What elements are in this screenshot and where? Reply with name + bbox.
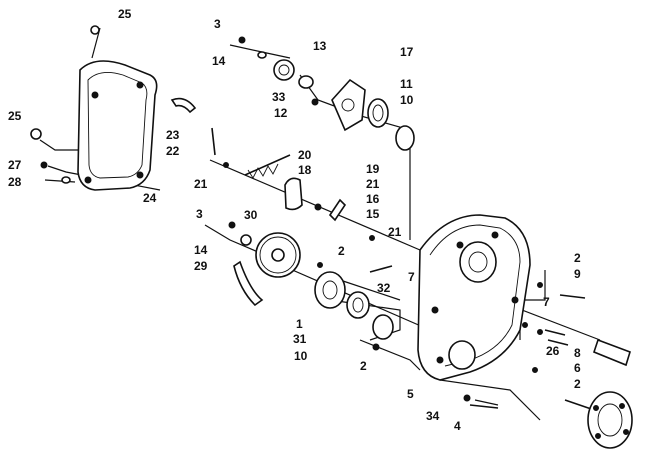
hub-bearing-seal: [314, 262, 394, 340]
chain-case-cover: [77, 60, 158, 191]
callout-label: 5: [407, 387, 414, 401]
callout-label: 3: [214, 17, 221, 31]
callout-label: 1: [296, 317, 303, 331]
callout-label: 19: [366, 162, 380, 176]
callout-label: 31: [293, 332, 307, 346]
callout-label: 14: [212, 54, 226, 68]
callout-label: 7: [543, 295, 550, 309]
callout-label: 16: [366, 192, 380, 206]
callout-label: 24: [143, 191, 157, 205]
callout-label: 27: [8, 158, 22, 172]
callout-label: 2: [574, 251, 581, 265]
chain-case-housing: [417, 214, 531, 381]
callout-labels: 25 3 13 14 17 11 33 10 12 25 23 22 20 18…: [8, 7, 581, 433]
callout-label: 13: [313, 39, 327, 53]
callout-label: 21: [366, 177, 380, 191]
callout-label: 6: [574, 361, 581, 375]
lower-sprocket-assembly: [228, 221, 301, 307]
upper-sprocket-assembly: [238, 36, 319, 106]
callout-label: 15: [366, 207, 380, 221]
bearing-flange-assembly: [331, 78, 415, 151]
callout-label: 21: [194, 177, 208, 191]
callout-label: 11: [400, 77, 413, 91]
callout-label: 12: [274, 106, 288, 120]
callout-label: 2: [574, 377, 581, 391]
right-hardware: [372, 282, 631, 409]
callout-label: 30: [244, 208, 258, 222]
callout-label: 7: [408, 270, 415, 284]
callout-label: 33: [272, 90, 286, 104]
callout-label: 9: [574, 267, 581, 281]
callout-label: 8: [574, 346, 581, 360]
callout-label: 18: [298, 163, 312, 177]
callout-label: 2: [338, 244, 345, 258]
callout-label: 20: [298, 148, 312, 162]
callout-label: 26: [546, 344, 560, 358]
left-hardware: [30, 25, 216, 184]
callout-label: 4: [454, 419, 461, 433]
callout-label: 14: [194, 243, 208, 257]
drive-axle-sprocket: [564, 391, 633, 449]
callout-label: 10: [400, 93, 414, 107]
callout-label: 25: [8, 109, 22, 123]
callout-label: 32: [377, 281, 391, 295]
callout-label: 23: [166, 128, 180, 142]
callout-label: 17: [400, 45, 414, 59]
callout-label: 10: [294, 349, 308, 363]
callout-label: 25: [118, 7, 132, 21]
callout-label: 3: [196, 207, 203, 221]
tensioner-assembly: [223, 154, 375, 241]
callout-label: 34: [426, 409, 440, 423]
callout-label: 28: [8, 175, 22, 189]
callout-label: 22: [166, 144, 180, 158]
callout-label: 2: [360, 359, 367, 373]
callout-label: 21: [388, 225, 402, 239]
callout-label: 29: [194, 259, 208, 273]
